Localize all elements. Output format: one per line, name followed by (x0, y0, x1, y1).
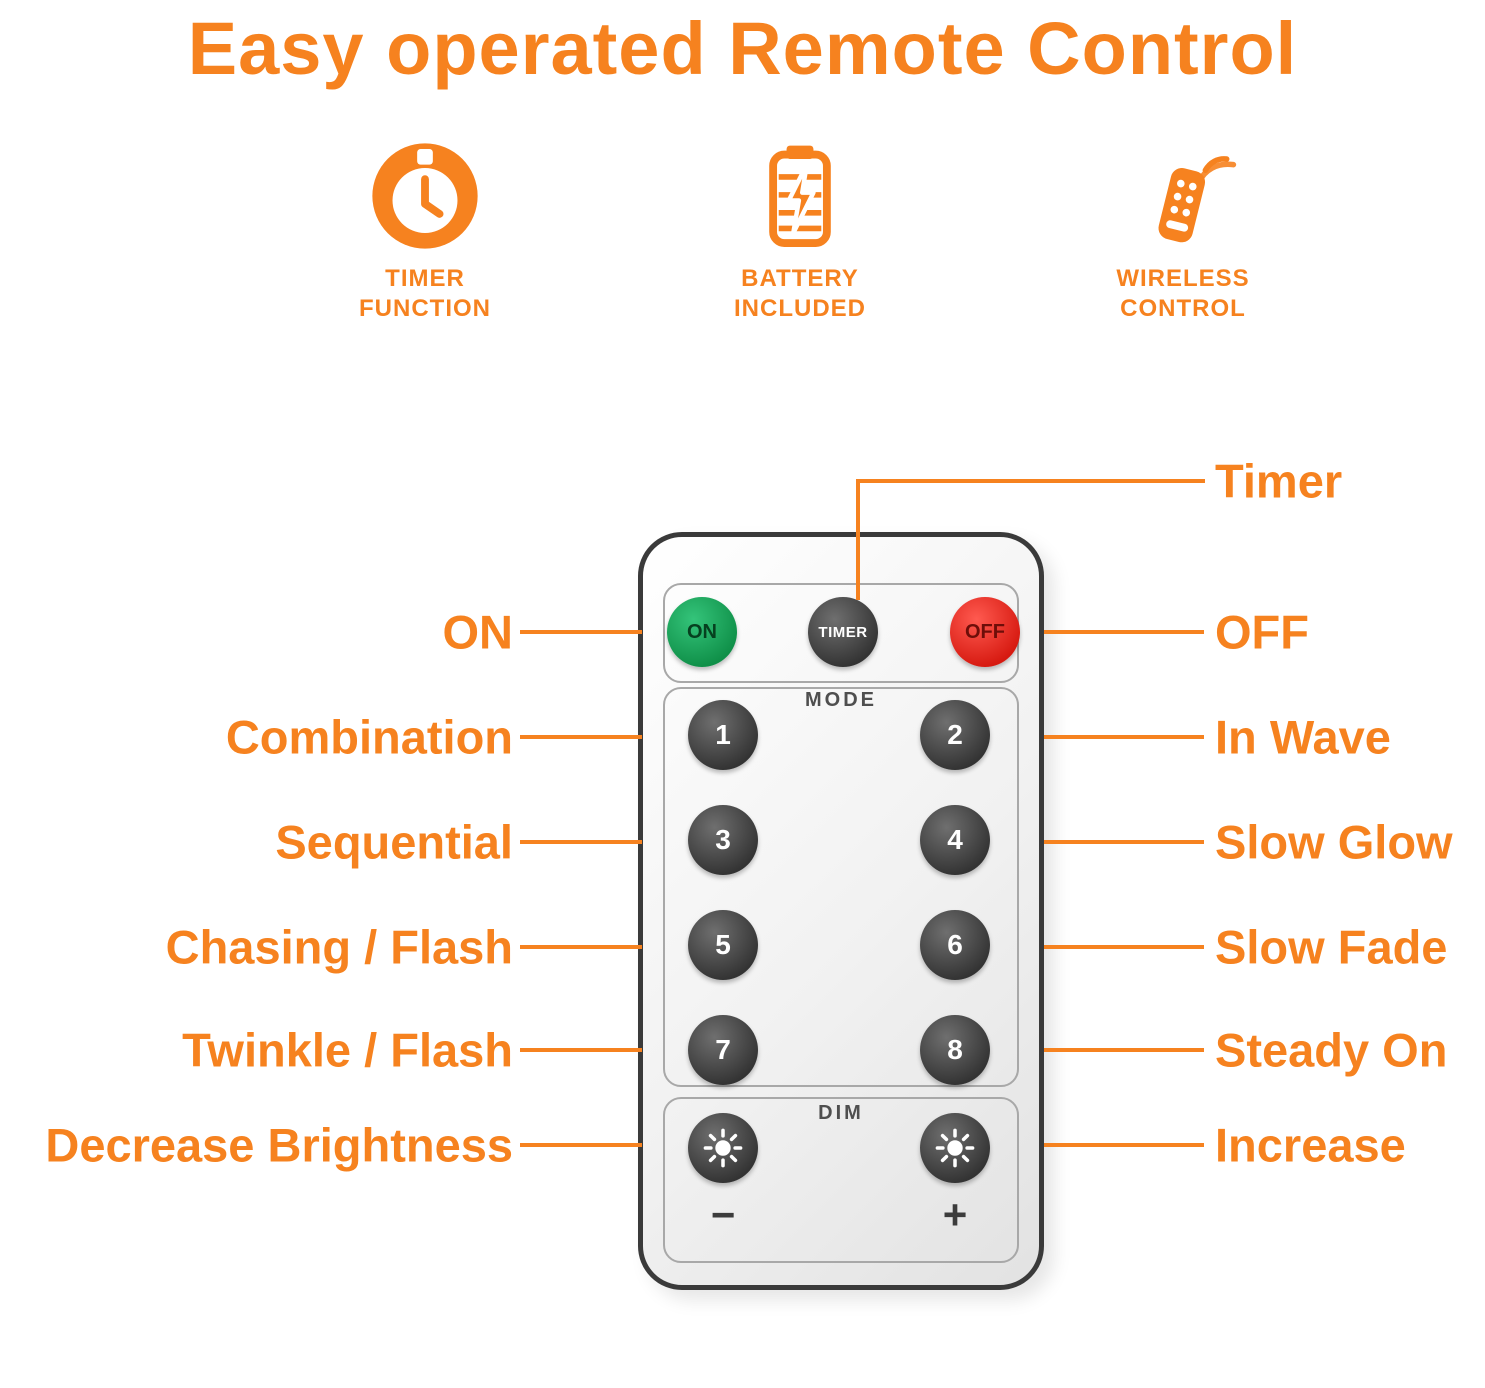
plus-symbol: + (942, 1191, 968, 1238)
callout-increase: Increase (1215, 1118, 1406, 1172)
dim-panel (663, 1097, 1019, 1263)
decrease-brightness-button (688, 1113, 758, 1183)
callout-line-slow-glow (1044, 840, 1204, 844)
mode-panel (663, 687, 1019, 1087)
callout-timer: Timer (1215, 454, 1343, 508)
feature-label-line2: FUNCTION (359, 295, 491, 322)
mode-button-5: 5 (688, 910, 758, 980)
remote-control: ON TIMER OFF MODE 1 2 3 4 5 6 7 8 DIM (638, 532, 1044, 1290)
clock-icon (369, 140, 481, 252)
callout-line-sequential (520, 840, 642, 844)
mode-button-7: 7 (688, 1015, 758, 1085)
callout-steady-on: Steady On (1215, 1023, 1448, 1077)
mode-button-6: 6 (920, 910, 990, 980)
callout-off: OFF (1215, 605, 1309, 659)
remote-signal-icon (1127, 140, 1239, 252)
callout-decrease-brightness: Decrease Brightness (45, 1118, 513, 1172)
callout-slow-fade: Slow Fade (1215, 920, 1448, 974)
callout-line-timer (856, 479, 1205, 483)
sun-icon (933, 1126, 977, 1170)
callout-line-on (520, 630, 642, 634)
off-button: OFF (950, 597, 1020, 667)
dim-label: DIM (818, 1102, 864, 1124)
sun-icon (701, 1126, 745, 1170)
callout-line-slow-fade (1044, 945, 1204, 949)
feature-wireless-control: WIRELESS CONTROL (1043, 140, 1323, 324)
feature-label-line2: INCLUDED (734, 295, 866, 322)
callout-on: ON (442, 605, 514, 659)
mode-button-2: 2 (920, 700, 990, 770)
timer-button: TIMER (808, 597, 878, 667)
callout-line-off (1044, 630, 1204, 634)
mode-button-1: 1 (688, 700, 758, 770)
mode-button-4: 4 (920, 805, 990, 875)
feature-timer-function: TIMER FUNCTION (285, 140, 565, 324)
callout-line-chasing-flash (520, 945, 642, 949)
feature-label-line1: WIRELESS (1116, 265, 1250, 292)
callout-sequential: Sequential (275, 815, 513, 869)
feature-battery-included: BATTERY INCLUDED (660, 140, 940, 324)
feature-caption: BATTERY INCLUDED (660, 264, 940, 324)
callout-in-wave: In Wave (1215, 710, 1391, 764)
minus-symbol: − (710, 1191, 736, 1238)
feature-caption: WIRELESS CONTROL (1043, 264, 1323, 324)
mode-button-3: 3 (688, 805, 758, 875)
feature-label-line1: BATTERY (741, 265, 859, 292)
callout-slow-glow: Slow Glow (1215, 815, 1453, 869)
page-title: Easy operated Remote Control (187, 7, 1298, 90)
callout-line-twinkle-flash (520, 1048, 642, 1052)
callout-line-in-wave (1044, 735, 1204, 739)
callout-chasing-flash: Chasing / Flash (165, 920, 513, 974)
callout-combination: Combination (225, 710, 513, 764)
callout-line-steady-on (1044, 1048, 1204, 1052)
callout-line-decrease-brightness (520, 1143, 642, 1147)
mode-label: MODE (805, 689, 877, 711)
feature-label-line1: TIMER (385, 265, 465, 292)
increase-brightness-button (920, 1113, 990, 1183)
on-button: ON (667, 597, 737, 667)
callout-line-combination (520, 735, 642, 739)
mode-button-8: 8 (920, 1015, 990, 1085)
feature-label-line2: CONTROL (1120, 295, 1246, 322)
callout-line-timer-vertical (856, 479, 860, 600)
feature-caption: TIMER FUNCTION (285, 264, 565, 324)
callout-twinkle-flash: Twinkle / Flash (182, 1023, 513, 1077)
callout-line-increase (1044, 1143, 1204, 1147)
battery-icon (744, 140, 856, 252)
